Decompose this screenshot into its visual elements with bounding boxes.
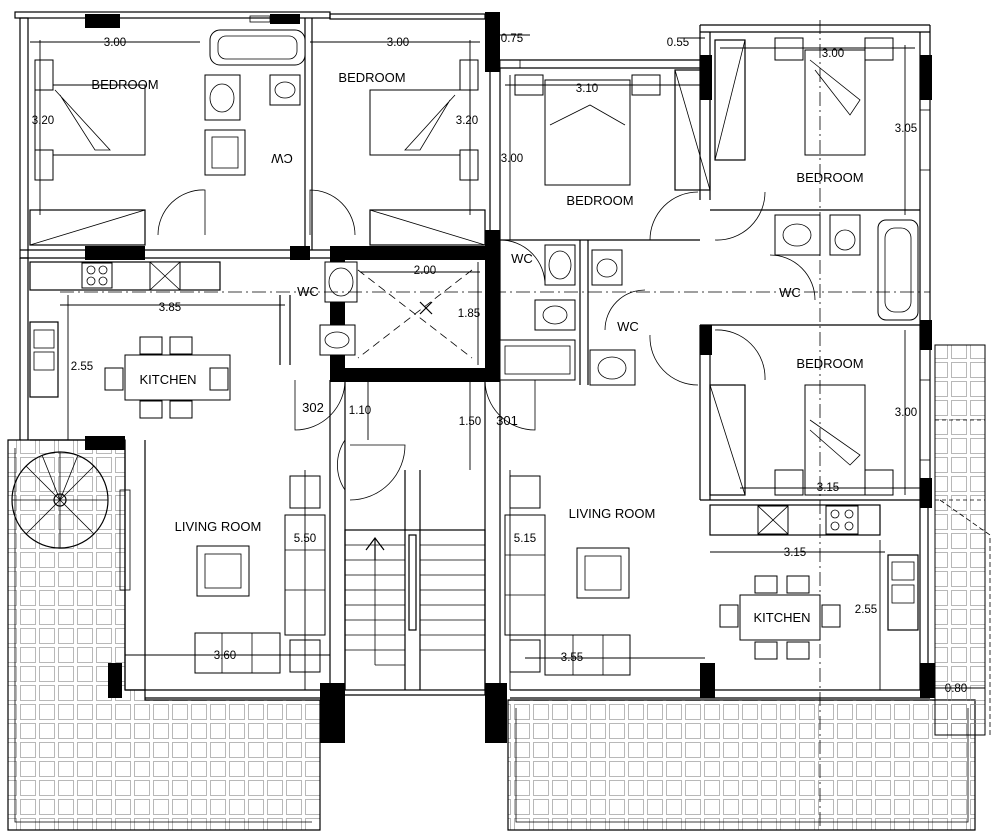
windows (119, 15, 931, 591)
dimension-label: 1.85 (458, 308, 480, 320)
room-label-cw: CW (270, 151, 292, 166)
walls (14, 11, 931, 699)
main-staircase (344, 470, 486, 691)
dimension-label: 1.50 (459, 416, 481, 428)
dimension-label: 3.15 (784, 547, 806, 559)
dimension-label: 3.20 (456, 115, 478, 127)
room-label-living-room: LIVING ROOM (175, 519, 262, 534)
dimension-label: 3.55 (561, 652, 583, 664)
dimension-label: 5.50 (294, 533, 316, 545)
dimension-label: 1.10 (349, 405, 371, 417)
dimension-label: 0.55 (667, 37, 689, 49)
dimension-label: 3.00 (387, 37, 409, 49)
dimension-label: 3.00 (895, 407, 917, 419)
dimension-label: 3.05 (895, 123, 917, 135)
room-labels: BEDROOM BEDROOM BEDROOM BEDROOM BEDROOM … (91, 70, 863, 625)
dimension-label: 3.20 (32, 115, 54, 127)
bed-right-3 (774, 384, 894, 496)
wardrobes (29, 39, 746, 496)
dimension-label: 3.60 (214, 650, 236, 662)
kitchen-left-fixtures (29, 261, 231, 419)
bathroom-fixtures (204, 29, 919, 386)
kitchen-right-fixtures (709, 504, 919, 660)
room-label-wc: WC (779, 285, 801, 300)
bed-right-1 (514, 74, 661, 186)
solid-walls (85, 12, 935, 743)
dimension-label: 2.00 (414, 265, 436, 277)
dimension-labels: 3.00 3.00 3.20 3.20 0.75 0.55 3.10 3.00 … (32, 33, 967, 695)
room-label-bedroom: BEDROOM (338, 70, 405, 85)
room-label-living-room: LIVING ROOM (569, 506, 656, 521)
dimension-label: 0.80 (945, 683, 967, 695)
room-label-bedroom: BEDROOM (91, 77, 158, 92)
living-right-furniture (504, 475, 631, 676)
dimension-label: 2.55 (71, 361, 93, 373)
bed-left-2 (369, 59, 479, 181)
room-label-bedroom: BEDROOM (566, 193, 633, 208)
apartment-number-301: 301 (496, 413, 518, 428)
apartment-number-302: 302 (302, 400, 324, 415)
dimension-label: 3.15 (817, 482, 839, 494)
terrace-right (507, 699, 976, 831)
room-label-wc: WC (617, 319, 639, 334)
dimension-label: 3.00 (501, 153, 523, 165)
room-label-kitchen: KITCHEN (139, 372, 196, 387)
dimension-label: 3.00 (104, 37, 126, 49)
terrace-side-right (934, 344, 991, 736)
dimension-label: 2.55 (855, 604, 877, 616)
dimension-label: 5.15 (514, 533, 536, 545)
dimension-label: 0.75 (501, 33, 523, 45)
bed-left-1 (34, 59, 146, 181)
spiral-staircase (11, 451, 109, 549)
living-left-furniture (194, 475, 326, 674)
dimension-lines (30, 20, 985, 830)
room-label-wc: WC (297, 284, 319, 299)
room-label-wc: WC (511, 251, 533, 266)
dimension-label: 3.10 (576, 83, 598, 95)
room-label-kitchen: KITCHEN (753, 610, 810, 625)
bed-right-2 (774, 37, 894, 156)
dimension-label: 3.85 (159, 302, 181, 314)
lift-shaft (357, 269, 473, 359)
room-label-bedroom: BEDROOM (796, 356, 863, 371)
dimension-label: 3.00 (822, 48, 844, 60)
room-label-bedroom: BEDROOM (796, 170, 863, 185)
